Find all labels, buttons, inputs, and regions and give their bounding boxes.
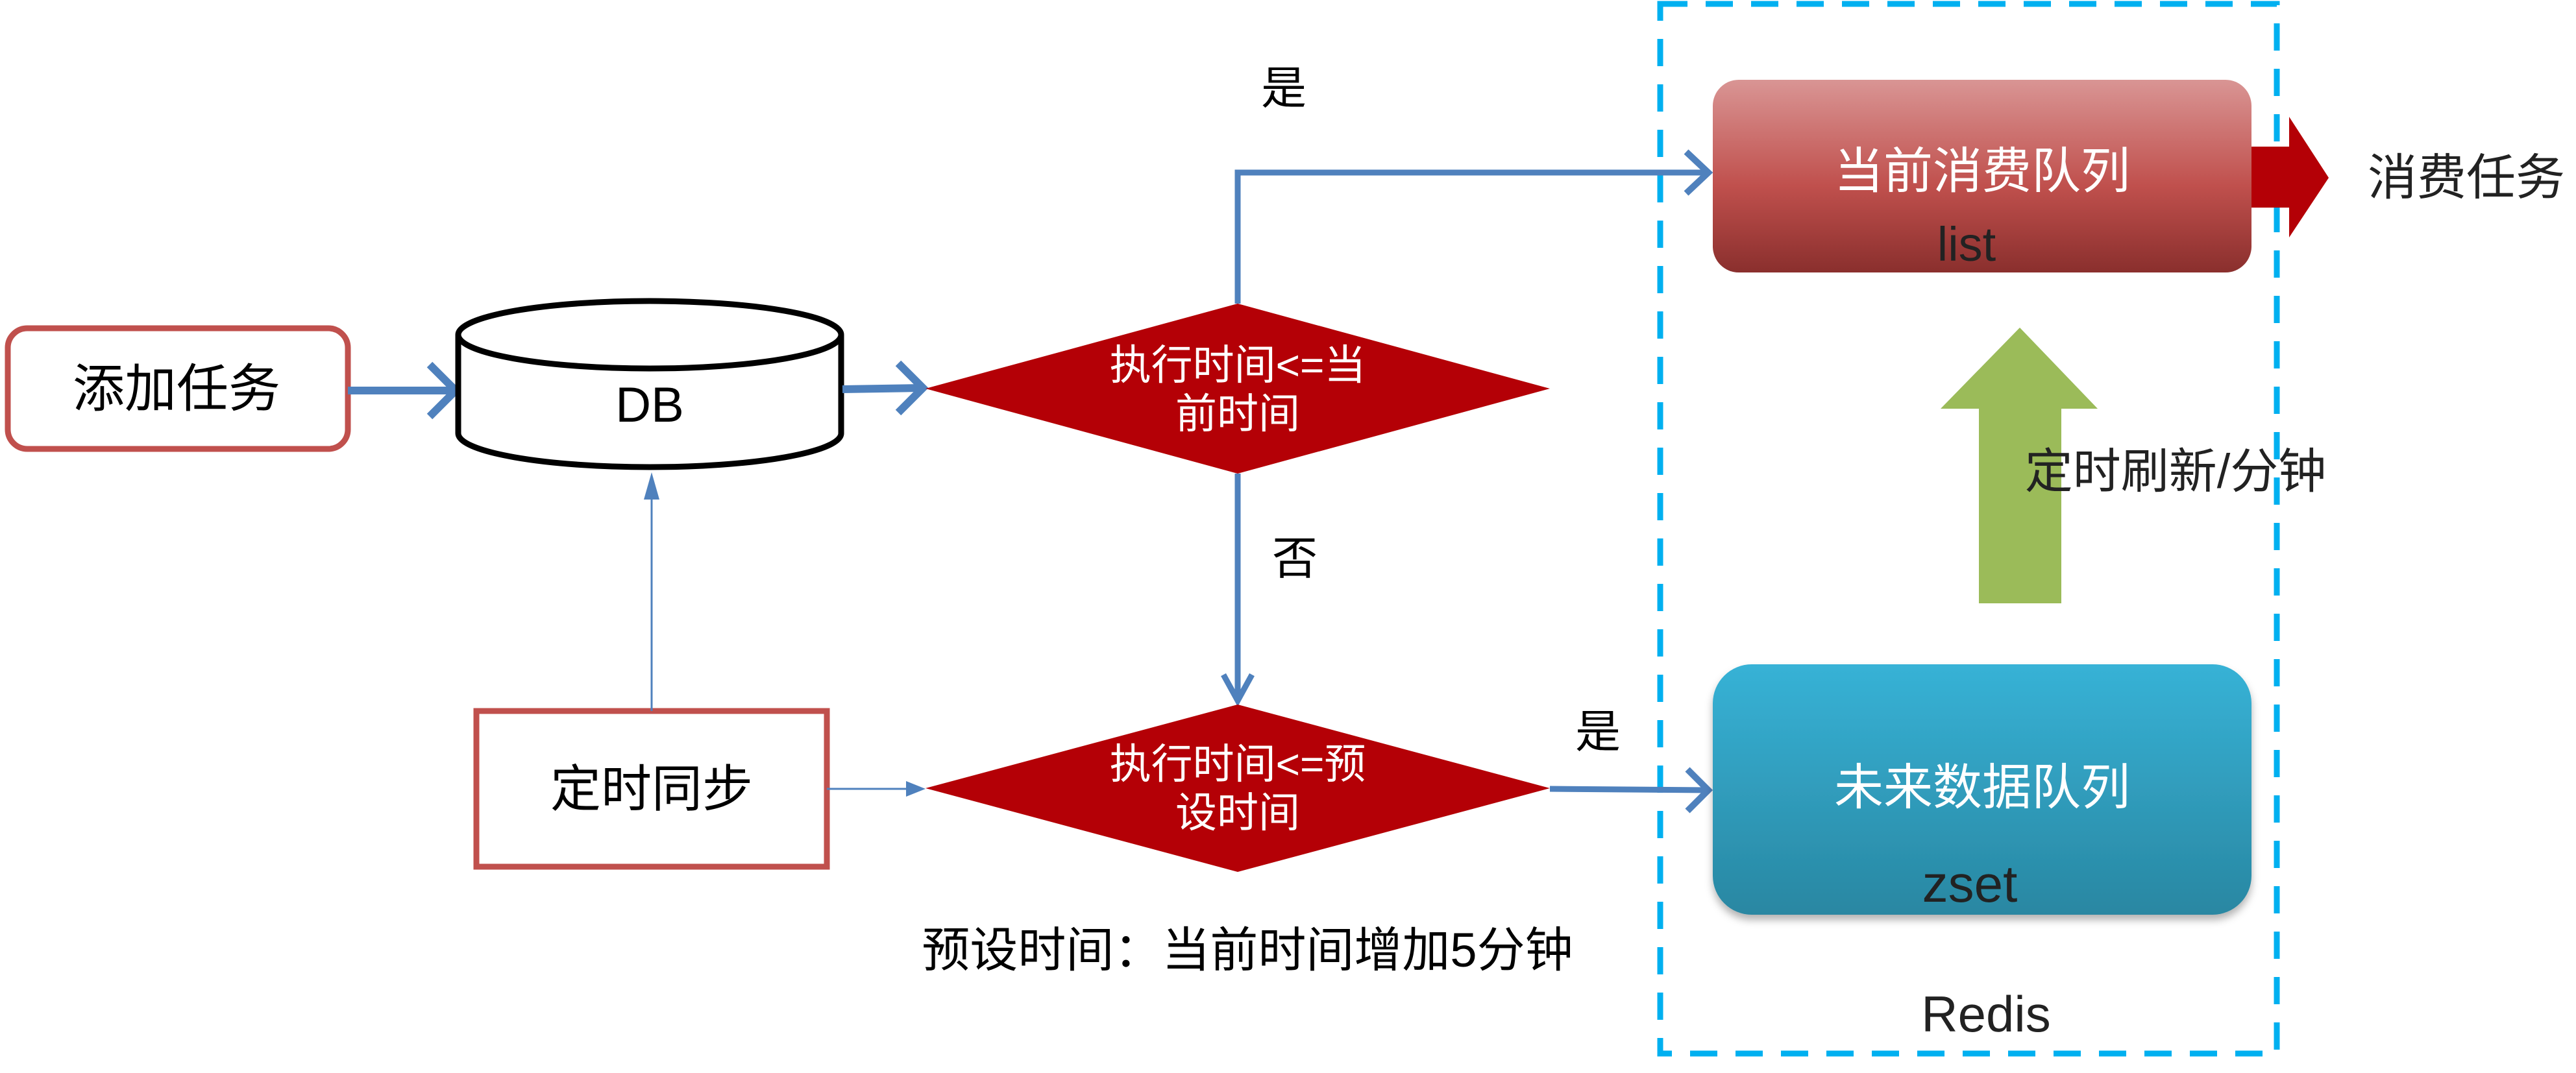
- preset-time-note: 预设时间：当前时间增加5分钟: [922, 923, 1573, 977]
- decision-preset-time[interactable]: 执行时间<=预 设时间: [926, 705, 1550, 872]
- decision-preset-line2: 设时间: [1175, 790, 1300, 836]
- current-queue-type: list: [1937, 217, 1996, 271]
- decision-preset-line1: 执行时间<=预: [1110, 741, 1366, 788]
- timed-sync-label: 定时同步: [550, 760, 753, 817]
- future-queue-title: 未来数据队列: [1834, 760, 2130, 815]
- refresh-arrow: [1941, 328, 2098, 603]
- future-queue-node[interactable]: 未来数据队列 zset: [1713, 664, 2251, 915]
- yes-label-bottom: 是: [1575, 706, 1621, 757]
- arrow-sync-to-db: [644, 472, 659, 711]
- redis-label: Redis: [1921, 985, 2050, 1043]
- arrow-yes-to-future-queue: [1549, 767, 1713, 814]
- redis-container: [1657, 1, 2280, 1057]
- decision-current-line2: 前时间: [1175, 391, 1300, 437]
- add-task-node[interactable]: 添加任务: [5, 325, 351, 452]
- future-queue-type: zset: [1922, 855, 2018, 913]
- no-label: 否: [1272, 533, 1318, 584]
- yes-label-top: 是: [1261, 63, 1306, 114]
- current-queue-title: 当前消费队列: [1834, 144, 2130, 199]
- current-queue-node[interactable]: 当前消费队列 list: [1713, 80, 2251, 272]
- arrow-add-to-db: [348, 361, 461, 420]
- timed-sync-node[interactable]: 定时同步: [473, 708, 830, 870]
- refresh-label: 定时刷新/分钟: [2025, 444, 2327, 498]
- db-label: DB: [615, 378, 684, 433]
- arrow-db-to-decision: [842, 360, 929, 416]
- db-node[interactable]: DB: [455, 298, 844, 470]
- arrow-yes-to-current-queue: [1234, 149, 1713, 304]
- consume-task-label: 消费任务: [2368, 151, 2565, 206]
- decision-current-time[interactable]: 执行时间<=当 前时间: [926, 304, 1550, 474]
- decision-current-line1: 执行时间<=当: [1110, 342, 1366, 389]
- consume-arrow: [2251, 117, 2329, 237]
- arrow-no-to-preset: [1221, 474, 1255, 707]
- add-task-label: 添加任务: [73, 360, 280, 418]
- arrow-sync-to-preset: [827, 781, 926, 797]
